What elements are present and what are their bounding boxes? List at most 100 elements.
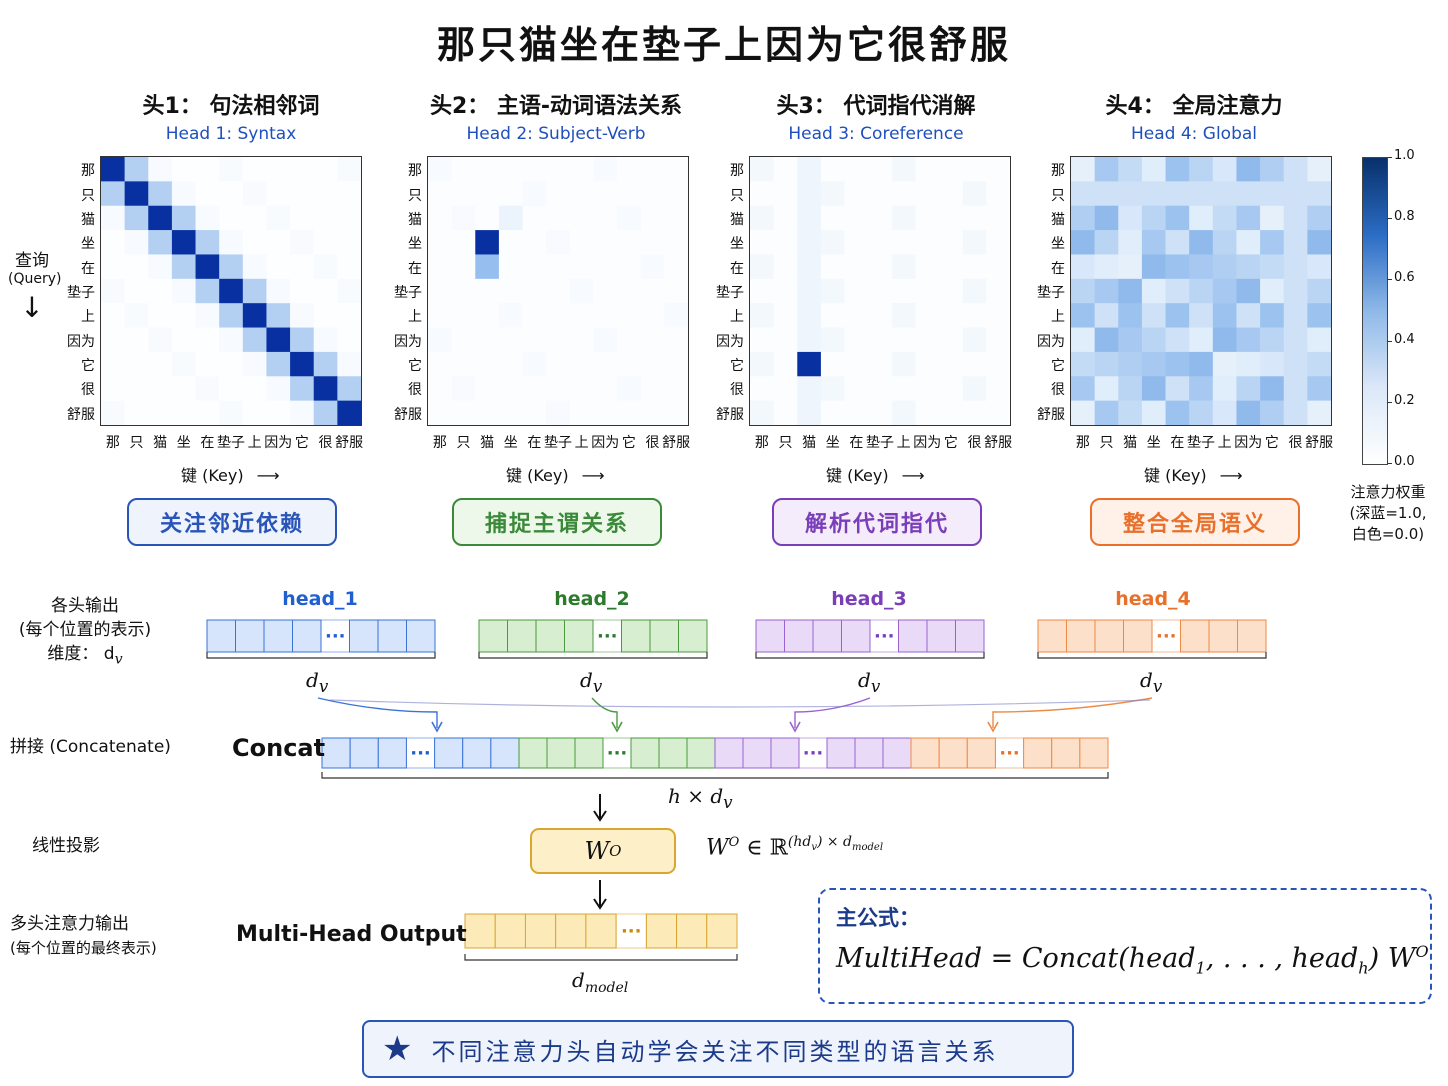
heatmap-cell	[1189, 376, 1214, 401]
row-label: 那	[81, 163, 95, 180]
head-strip-4-cell	[1237, 619, 1267, 653]
heatmap-cell	[891, 205, 916, 231]
col-label: 因为	[591, 435, 620, 451]
heatmap-cell	[124, 400, 149, 426]
heatmap-cell	[820, 157, 845, 182]
col-label: 在	[849, 435, 864, 451]
heatmap-cell	[1260, 205, 1285, 231]
heatmap-cell	[962, 351, 987, 377]
heatmap-cell	[428, 230, 452, 255]
heatmap-cell	[124, 327, 149, 353]
heatmap-cell	[1094, 205, 1119, 231]
heatmap-cell	[498, 351, 523, 377]
heatmap-cell	[1071, 278, 1095, 304]
heatmap-cell	[1189, 230, 1214, 255]
strip-title-head-1: head_1	[282, 588, 358, 610]
row-label: 垫子	[67, 285, 95, 301]
heatmap-cell	[939, 254, 964, 280]
heatmap-cell	[750, 400, 774, 426]
heatmap-cell	[219, 181, 244, 207]
heatmap-cell	[1260, 400, 1285, 426]
heatmap-cell	[593, 278, 618, 304]
heatmap-cell	[1212, 376, 1237, 401]
heatmap-cell	[195, 376, 220, 401]
heatmap-cell	[915, 205, 940, 231]
heatmap-frame	[100, 156, 362, 426]
concat-segment-4-cell	[938, 737, 968, 769]
heatmap-cell	[290, 230, 315, 255]
head-summary-badge: 捕捉主谓关系	[452, 498, 662, 546]
heatmap-cell	[1141, 327, 1166, 353]
heatmap-cell	[1307, 205, 1332, 231]
row-label: 猫	[1051, 211, 1065, 228]
heatmap-cell	[1212, 254, 1237, 280]
dim-label-text: 维度： d	[47, 644, 115, 664]
head-strip-2-dots-cell	[592, 619, 622, 653]
heatmap-cell	[498, 303, 523, 328]
heatmap-cell	[750, 254, 774, 280]
dmodel-text: d	[572, 968, 585, 992]
heatmap-cell	[219, 230, 244, 255]
heatmap-cell	[593, 327, 618, 353]
col-label: 坐	[1146, 435, 1161, 451]
concat-label: 拼接 (Concatenate)	[10, 737, 171, 757]
heatmap-cell	[750, 181, 774, 207]
head-strip-3-cell	[955, 619, 985, 653]
heatmap-cell	[266, 278, 291, 304]
heatmap-cell	[522, 181, 547, 207]
heatmap-cell	[337, 230, 362, 255]
heatmap-cell	[522, 400, 547, 426]
heatmap-cell	[1165, 254, 1190, 280]
heatmap-cell	[750, 327, 774, 353]
heatmap-cell	[868, 157, 893, 182]
dmodel-sub: model	[584, 980, 629, 996]
heatmap-cell	[1165, 351, 1190, 377]
row-label: 在	[730, 260, 744, 277]
merge-arrow-head	[431, 721, 443, 733]
col-label: 垫子	[1187, 435, 1215, 451]
wo-desc-w: W	[706, 835, 729, 861]
heatmap-cell	[820, 351, 845, 377]
col-label: 那	[432, 435, 447, 451]
heatmap-cell	[428, 157, 452, 182]
heatmap-cell	[546, 205, 571, 231]
heatmap-cell	[640, 278, 665, 304]
heatmap-cell	[891, 230, 916, 255]
heatmap-cell	[891, 278, 916, 304]
heatmap-cell	[939, 157, 964, 182]
heatmap-cell	[171, 303, 196, 328]
heatmap-cell	[640, 157, 665, 182]
down-arrow-head	[593, 898, 607, 910]
heatmap-cell	[1094, 157, 1119, 182]
heatmap-cell	[750, 157, 774, 182]
heatmap-cell	[569, 181, 594, 207]
heatmap-cell	[986, 400, 1011, 426]
heatmap-cell	[962, 400, 987, 426]
heatmap-cell	[1283, 278, 1308, 304]
heatmap-cell	[820, 181, 845, 207]
heatmap-cell	[313, 303, 338, 328]
formula-sup: O	[1415, 942, 1429, 961]
heatmap-cell	[546, 351, 571, 377]
heatmap-cell	[820, 254, 845, 280]
heatmap-cell	[915, 230, 940, 255]
heatmap-cell	[1118, 230, 1143, 255]
heatmap-cell	[750, 230, 774, 255]
heatmap-cell	[868, 254, 893, 280]
heatmap-cell	[1118, 376, 1143, 401]
heatmap-cell	[1307, 351, 1332, 377]
heatmap-cell	[148, 254, 173, 280]
heatmap-cell	[868, 376, 893, 401]
heatmap-cell	[242, 205, 267, 231]
row-label: 在	[408, 260, 422, 277]
heatmap-cell	[428, 303, 452, 328]
heatmap-cell	[1071, 303, 1095, 328]
heatmap-cell	[498, 254, 523, 280]
heatmap-cell	[1283, 400, 1308, 426]
concat-segment-4-cell	[1023, 737, 1053, 769]
heatmap-cell	[522, 205, 547, 231]
key-axis-label: 键 (Key) ⟶	[826, 462, 925, 486]
heatmap-cell	[1260, 278, 1285, 304]
colorbar-tick-label: 0.4	[1394, 331, 1415, 347]
heatmap-cell	[428, 400, 452, 426]
